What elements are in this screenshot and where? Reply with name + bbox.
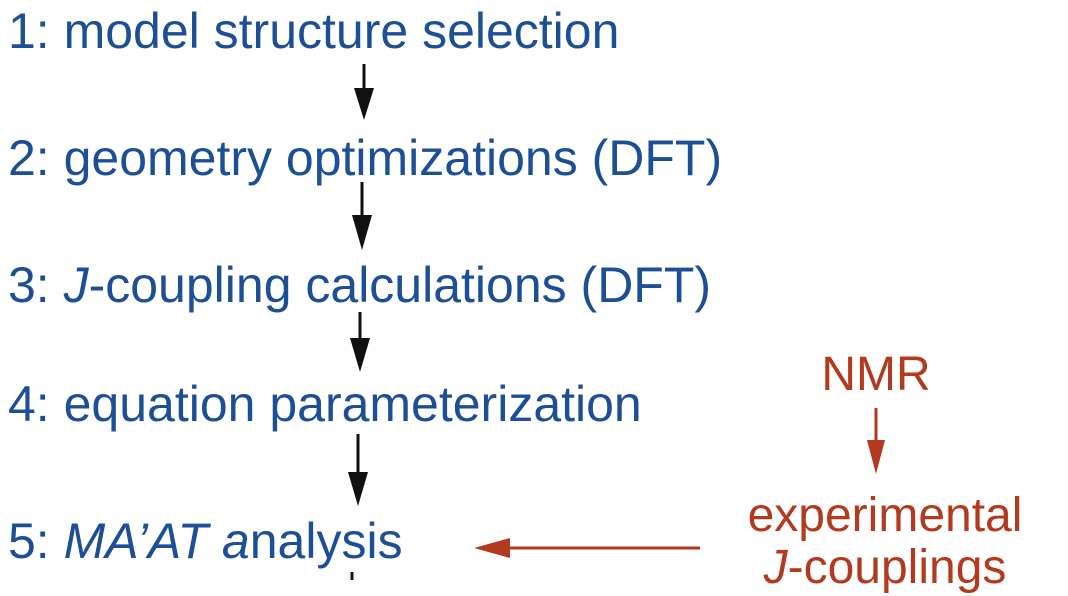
- step-4-prefix: 4:: [8, 376, 64, 432]
- step-5-text: nalysis: [249, 513, 403, 569]
- step-4-equation-parameterization: 4: equation parameterization: [8, 374, 642, 434]
- experimental-label: experimental: [747, 489, 1023, 542]
- arrow-2-to-3: [352, 182, 372, 250]
- step-3-italic: J: [63, 257, 89, 313]
- arrow-1-to-2: [354, 64, 374, 120]
- step-1-model-structure-selection: 1: model structure selection: [8, 1, 619, 61]
- step-1-text: model structure selection: [63, 3, 620, 59]
- step-3-text: -coupling calculations (DFT): [88, 257, 712, 313]
- step-5-prefix: 5:: [8, 513, 64, 569]
- step-2-prefix: 2:: [8, 130, 64, 186]
- step-3-j-coupling-calculations: 3: J-coupling calculations (DFT): [8, 255, 711, 315]
- step-5-maat-analysis: 5: MA’AT analysis: [8, 511, 403, 571]
- step-2-text: geometry optimizations (DFT): [63, 130, 723, 186]
- arrow-3-to-4: [350, 312, 370, 372]
- nmr-label: NMR: [821, 348, 931, 401]
- arrow-4-to-5: [348, 434, 368, 506]
- step-5-italic: MA’AT a: [63, 513, 250, 569]
- step-1-prefix: 1:: [8, 3, 64, 59]
- step-3-prefix: 3:: [8, 257, 64, 313]
- step-2-geometry-optimizations: 2: geometry optimizations (DFT): [8, 128, 722, 188]
- flow-arrows: [348, 64, 885, 580]
- step-4-text: equation parameterization: [63, 376, 642, 432]
- arrow-nmr-to-experimental: [867, 408, 885, 474]
- arrow-experimental-to-analysis: [474, 538, 700, 558]
